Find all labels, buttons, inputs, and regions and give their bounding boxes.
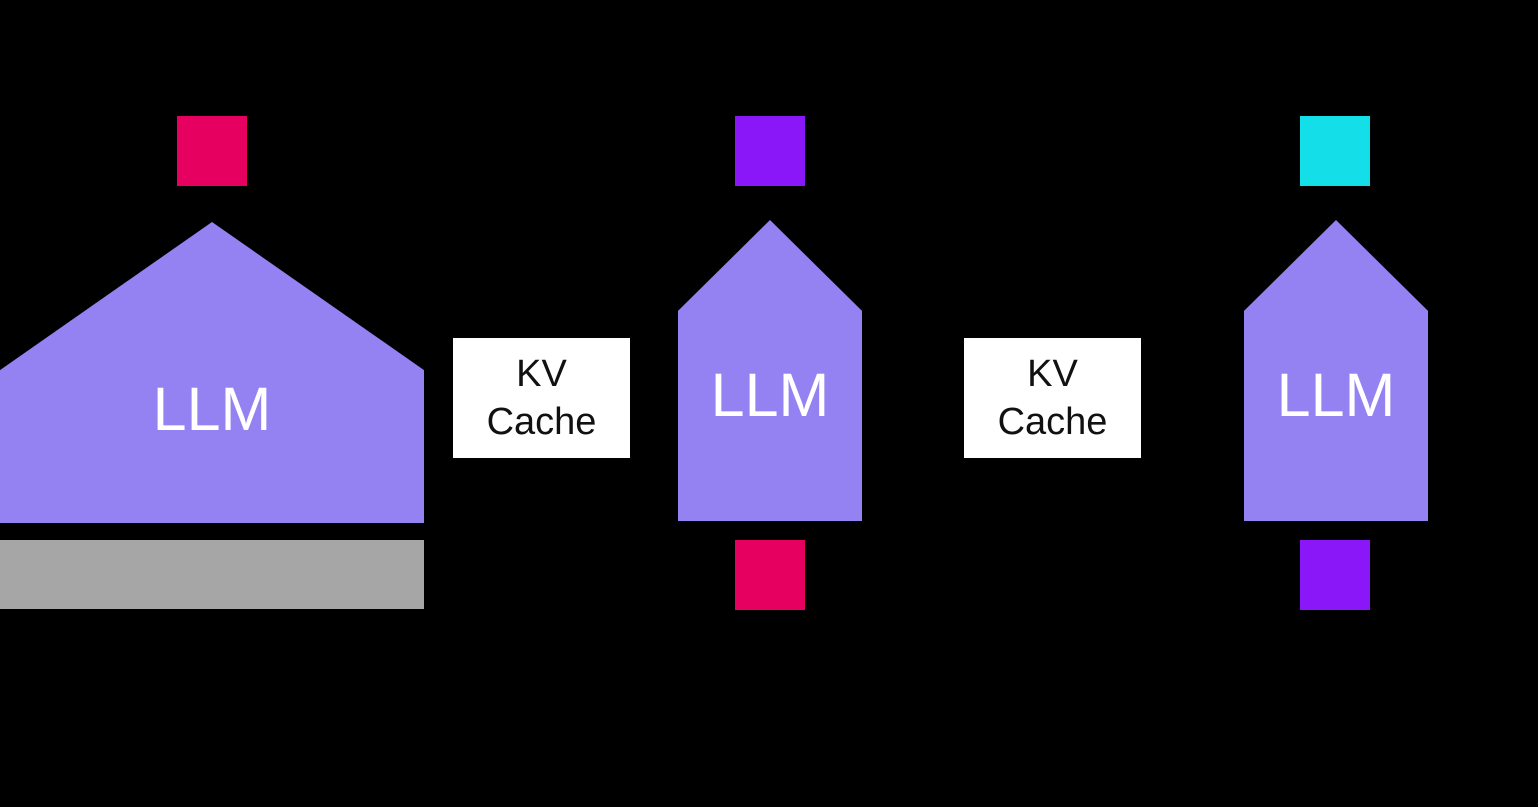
llm-block-2: LLM	[678, 220, 862, 521]
prompt-tokens-bar	[0, 540, 424, 609]
kv-cache-box-2: KV Cache	[964, 338, 1141, 458]
stage2-input-token-square	[735, 540, 805, 610]
kv-cache-label-2-line1: KV	[1027, 353, 1078, 395]
kv-cache-label-1: KV Cache	[487, 350, 597, 446]
stage2-output-token-square	[735, 116, 805, 186]
llm-block-1: LLM	[0, 222, 424, 523]
llm-label-2: LLM	[710, 361, 830, 429]
stage3-input-token-square	[1300, 540, 1370, 610]
kv-cache-label-1-line1: KV	[516, 353, 567, 395]
llm-label-1: LLM	[152, 375, 272, 443]
llm-block-3: LLM	[1244, 220, 1428, 521]
stage1-output-token-square	[177, 116, 247, 186]
stage3-output-token-square	[1300, 116, 1370, 186]
llm-label-3: LLM	[1276, 361, 1396, 429]
kv-cache-label-1-line2: Cache	[486, 401, 597, 443]
kv-cache-box-1: KV Cache	[453, 338, 630, 458]
kv-cache-label-2: KV Cache	[998, 350, 1108, 446]
kv-cache-label-2-line2: Cache	[997, 401, 1108, 443]
